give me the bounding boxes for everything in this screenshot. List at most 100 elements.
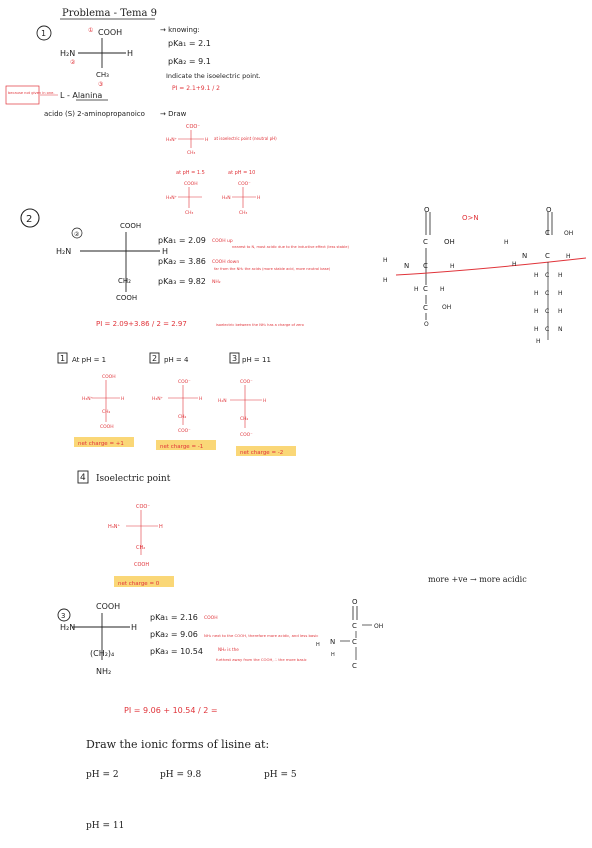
- o-gt-n: O>N: [462, 214, 479, 222]
- mol2-h1: H: [504, 239, 509, 246]
- asp-h2n: H₂N: [56, 247, 71, 256]
- ph-case-bot: COO⁻: [178, 428, 191, 434]
- ph10-ch3: CH₃: [239, 210, 248, 216]
- mol-c3: C: [423, 285, 428, 293]
- mol2-h8: H: [534, 308, 539, 315]
- ph-case-number: 4: [80, 473, 86, 483]
- problem-number-circle: [20, 208, 40, 228]
- aspartate-mechanism: O>N O C OH N H H C H H C H C OH O O: [383, 206, 587, 345]
- asp-h: H: [162, 247, 168, 256]
- mol-c4: C: [423, 304, 428, 312]
- ph-case-isoelectric: 4 Isoelectric point COO⁻ H₃N⁺ H CH₂ COOH…: [77, 470, 174, 587]
- iso-ch3: CH₃: [187, 150, 196, 156]
- lys-mol-n: N: [330, 638, 335, 646]
- asp-note1b: nearest to N, most acidic due to the ind…: [232, 245, 349, 249]
- lys-nh2: NH₂: [96, 667, 111, 676]
- lys-pka1: pKa₁ = 2.16: [150, 613, 198, 622]
- ph-case-top: COO⁻: [136, 504, 150, 510]
- lys-h: H: [131, 623, 137, 632]
- knowing-label: → knowing:: [160, 26, 200, 34]
- ph15-ch3: CH₃: [185, 210, 194, 216]
- ph-case-right: H: [263, 398, 266, 404]
- mol2-c5: C: [545, 308, 549, 315]
- mol2-h9: H: [558, 308, 563, 315]
- ph-case-right: H: [159, 524, 163, 530]
- mol-o1: O: [424, 206, 430, 214]
- lys-note2: NH₂ next to the COOH, therefore more aci…: [204, 633, 318, 638]
- lys-mol-c2: C: [352, 638, 357, 646]
- mol2-oh: OH: [564, 230, 573, 237]
- mol2-h6: H: [534, 290, 539, 297]
- problem-2: 2 ② COOH H₂N H CH₂ COOH pKa₁ = 2.09 pKa₂…: [20, 206, 587, 587]
- alanina-label: L - Alanina: [60, 91, 102, 100]
- asp-note2b: far from the NH₂ the acids (more stable …: [214, 267, 331, 271]
- asp-cooh-bot: COOH: [116, 294, 137, 302]
- lys-mol-h2: H: [331, 652, 335, 658]
- iso-coo: COO⁻: [186, 124, 200, 130]
- ph-case-top: COO⁻: [240, 379, 253, 385]
- ph-case-charge: net charge = -2: [240, 450, 283, 456]
- ph-case-top: COOH: [102, 374, 116, 380]
- ph-option-a: pH = 2: [86, 770, 119, 780]
- asp-note1: COOH up: [212, 238, 233, 244]
- mol2-c4: C: [545, 290, 549, 297]
- label-2: ②: [70, 59, 76, 66]
- alanine-h2n: H₂N: [60, 49, 75, 58]
- lys-pka3: pKa₃ = 10.54: [150, 647, 203, 656]
- pi-red-formula: PI = 2.1+9.1 / 2: [172, 85, 220, 92]
- alanine-ch3: CH₃: [96, 71, 109, 79]
- more-ve-note: more +ve → more acidic: [428, 575, 527, 584]
- lys-note1: COOH: [204, 615, 218, 621]
- lysine-mechanism: O C OH N C H H C: [316, 598, 383, 670]
- ph-case-left: H₂N: [218, 398, 227, 404]
- ph-case-label: Isoelectric point: [96, 474, 171, 484]
- red-note-box: [5, 85, 40, 105]
- asp-ch2: CH₂: [118, 277, 131, 285]
- acido-name: acido (S) 2-aminopropanoico: [44, 110, 145, 118]
- mol-c1: C: [423, 238, 428, 246]
- mol-n1: N: [404, 262, 409, 270]
- ph-case-left: H₃N⁺: [108, 524, 121, 530]
- mol2-h11: N: [558, 326, 563, 333]
- asp-pka2: pKa₂ = 3.86: [158, 257, 206, 266]
- mol-h1: H: [383, 257, 388, 264]
- ph10-label: at pH = 10: [228, 170, 255, 176]
- ph-case-mid: CH₂: [240, 416, 249, 422]
- ph-option-d: pH = 11: [86, 821, 124, 831]
- ph-case-1: 1 At pH = 1 COOH H₃N⁺ H CH₂ COOH net cha…: [57, 352, 134, 447]
- lys-mol-h1: H: [316, 642, 320, 648]
- ph-case-number: 3: [232, 354, 237, 363]
- title-block: Problema - Tema 9: [60, 8, 157, 20]
- asp-pka1: pKa₁ = 2.09: [158, 236, 206, 245]
- ph-option-c: pH = 5: [264, 770, 297, 780]
- ph-case-label: pH = 11: [242, 356, 271, 364]
- ph-case-mid: CH₂: [102, 409, 111, 415]
- mol-h4: H: [414, 286, 419, 293]
- mol2-h4: H: [534, 272, 539, 279]
- lys-ch2: (CH₂)₄: [90, 649, 114, 658]
- label-3: ③: [98, 81, 103, 88]
- mol2-c6: C: [545, 326, 549, 333]
- mol-oh1: OH: [444, 238, 455, 246]
- ph-case-mid: CH₂: [178, 414, 187, 420]
- mol2-h2: H: [512, 261, 517, 268]
- mol-h3: H: [450, 263, 455, 270]
- mol2-h7: H: [558, 290, 563, 297]
- ph-case-right: H: [121, 396, 124, 402]
- iso-note: at isoelectric point (neutral pH): [214, 136, 277, 141]
- ph-case-bot: COO⁻: [240, 432, 253, 438]
- mol2-n: N: [522, 252, 527, 260]
- draw-ph15: COOH H₃N⁺ CH₃: [166, 181, 202, 216]
- lys-cooh: COOH: [96, 602, 120, 611]
- ph10-coo: COO⁻: [238, 181, 251, 187]
- asp-pi: PI = 2.09+3.86 / 2 = 2.97: [96, 320, 187, 328]
- ph10-h2n: H₂N: [222, 195, 231, 201]
- iso-h3n: H₃N⁺: [166, 137, 178, 143]
- ph-case-label: At pH = 1: [72, 356, 106, 364]
- mol-oh2: OH: [442, 304, 451, 311]
- problem-3: 3 COOH H₂N H (CH₂)₄ NH₂ pKa₁ = 2.16 pKa₂…: [57, 598, 383, 831]
- pka1-value: pKa₁ = 2.1: [168, 39, 211, 48]
- lys-mol-o: O: [352, 598, 358, 606]
- asp-note3: NH₂: [212, 279, 221, 285]
